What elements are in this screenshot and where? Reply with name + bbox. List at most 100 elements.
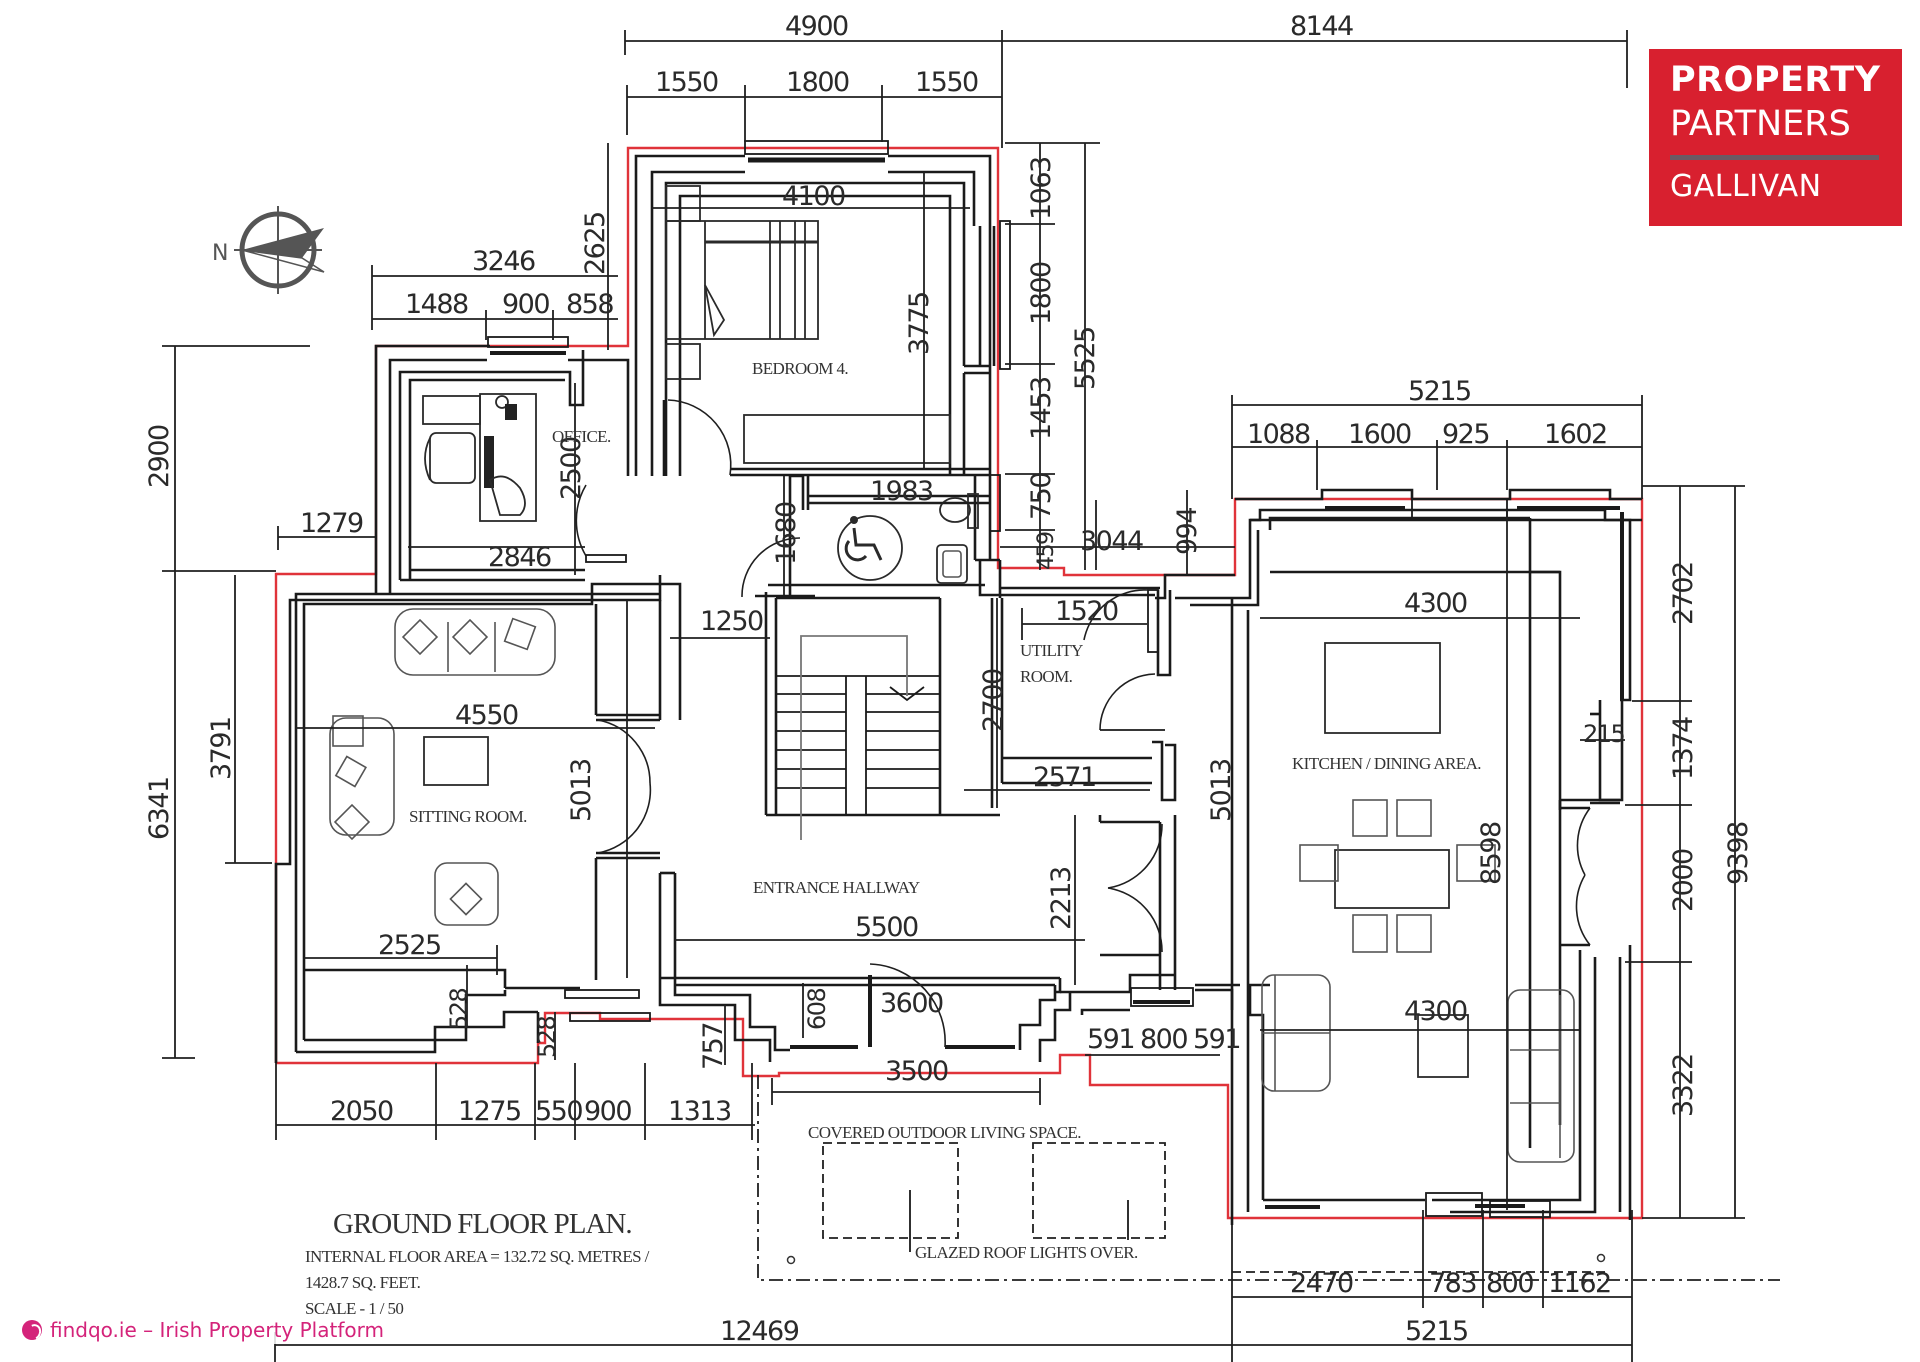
room-label-outdoor: COVERED OUTDOOR LIVING SPACE. — [808, 1123, 1081, 1142]
dim-528-a: 528 — [445, 988, 473, 1030]
dim-1063: 1063 — [1026, 157, 1057, 220]
dim-1600: 1600 — [1348, 419, 1411, 450]
dim-550: 550 — [535, 1096, 582, 1127]
dim-1983: 1983 — [870, 476, 933, 507]
dim-2571: 2571 — [1033, 762, 1096, 793]
dim-3044: 3044 — [1080, 526, 1143, 557]
plan-title: GROUND FLOOR PLAN. — [333, 1208, 632, 1240]
area-metres: INTERNAL FLOOR AREA = 132.72 SQ. METRES … — [305, 1247, 650, 1266]
logo-divider — [1670, 155, 1879, 160]
dim-800-window: 800 — [1140, 1024, 1187, 1055]
room-label-bedroom: BEDROOM 4. — [752, 359, 848, 378]
room-label-hallway: ENTRANCE HALLWAY — [753, 878, 920, 897]
dim-8598: 8598 — [1476, 822, 1507, 885]
dim-800-bottom: 800 — [1486, 1268, 1533, 1299]
dim-1520: 1520 — [1055, 596, 1118, 627]
dim-5500: 5500 — [855, 912, 918, 943]
dim-925: 925 — [1442, 419, 1489, 450]
dim-1088: 1088 — [1247, 419, 1310, 450]
logo-line-property: PROPERTY — [1670, 60, 1881, 100]
room-label-utility-2: ROOM. — [1020, 667, 1073, 686]
dim-757: 757 — [698, 1023, 729, 1070]
dim-4300-top: 4300 — [1404, 588, 1467, 619]
dim-12469: 12469 — [720, 1316, 799, 1347]
dim-2000: 2000 — [1668, 849, 1699, 912]
dim-2525: 2525 — [378, 930, 441, 961]
dim-3600: 3600 — [880, 988, 943, 1019]
globe-icon — [22, 1320, 42, 1340]
dim-2900: 2900 — [144, 425, 175, 488]
dim-591-a: 591 — [1087, 1024, 1134, 1055]
external-outline — [274, 146, 1644, 1220]
dim-994: 994 — [1172, 508, 1203, 555]
dim-783: 783 — [1429, 1268, 1476, 1299]
dim-608: 608 — [803, 988, 831, 1030]
bedroom-furniture — [665, 185, 951, 464]
dim-215: 215 — [1583, 720, 1625, 748]
dimension-labels: 4900 8144 1550 1800 1550 4100 3775 2625 … — [144, 11, 1754, 1347]
covered-outdoor-area — [757, 1075, 1780, 1281]
dim-459: 459 — [1034, 532, 1059, 570]
kitchen-furniture — [1261, 642, 1575, 1163]
findqo-watermark[interactable]: findqo.ie – Irish Property Platform — [18, 1316, 388, 1344]
staircase — [776, 635, 940, 840]
area-feet: 1428.7 SQ. FEET. — [305, 1273, 421, 1292]
dim-1550-b: 1550 — [915, 67, 978, 98]
dim-900: 900 — [502, 289, 549, 320]
dim-4100: 4100 — [782, 181, 845, 212]
wheelchair-accessible-icon — [837, 515, 903, 581]
dim-5215-top: 5215 — [1408, 376, 1471, 407]
dim-1250: 1250 — [700, 606, 763, 637]
property-partners-gallivan-logo: PROPERTY PARTNERS GALLIVAN — [1649, 49, 1902, 226]
basin-icon — [936, 544, 968, 584]
room-label-utility-1: UTILITY — [1020, 641, 1083, 660]
room-labels: BEDROOM 4. OFFICE. SITTING ROOM. ENTRANC… — [409, 359, 1482, 1262]
dim-858: 858 — [566, 289, 613, 320]
dim-1313: 1313 — [668, 1096, 731, 1127]
dim-4900: 4900 — [785, 11, 848, 42]
office-furniture — [422, 393, 537, 522]
toilet-icon — [939, 493, 979, 529]
dim-2625: 2625 — [580, 212, 611, 275]
dim-4550: 4550 — [455, 700, 518, 731]
compass-north-icon: N — [212, 206, 325, 294]
dim-1800-r: 1800 — [1026, 262, 1057, 325]
dim-8144: 8144 — [1290, 11, 1353, 42]
dim-3246: 3246 — [472, 246, 535, 277]
title-block: GROUND FLOOR PLAN. INTERNAL FLOOR AREA =… — [305, 1208, 650, 1318]
watermark-text: findqo.ie – Irish Property Platform — [50, 1318, 384, 1342]
dim-2500: 2500 — [556, 437, 587, 500]
dim-2846: 2846 — [488, 542, 551, 573]
dim-591-b: 591 — [1193, 1024, 1240, 1055]
plan-scale: SCALE - 1 / 50 — [305, 1299, 403, 1318]
room-label-office: OFFICE. — [552, 427, 611, 446]
compass-label: N — [212, 241, 227, 266]
dim-1374: 1374 — [1668, 717, 1699, 780]
dim-3500: 3500 — [885, 1056, 948, 1087]
dim-5013-sitting: 5013 — [566, 759, 597, 822]
dim-750: 750 — [1026, 473, 1057, 520]
dim-4300-bottom: 4300 — [1404, 996, 1467, 1027]
dim-2702: 2702 — [1668, 562, 1699, 625]
logo-line-partners: PARTNERS — [1670, 104, 1851, 144]
room-label-rooflights: GLAZED ROOF LIGHTS OVER. — [915, 1243, 1138, 1262]
dim-1275: 1275 — [458, 1096, 521, 1127]
dim-5013-hall: 5013 — [1206, 759, 1237, 822]
dim-2470: 2470 — [1290, 1268, 1353, 1299]
dim-2213: 2213 — [1046, 867, 1077, 930]
room-label-kitchen: KITCHEN / DINING AREA. — [1292, 754, 1481, 773]
dim-6341: 6341 — [144, 777, 175, 840]
dim-3322: 3322 — [1668, 1054, 1699, 1117]
dim-1800: 1800 — [786, 67, 849, 98]
dim-1550-a: 1550 — [655, 67, 718, 98]
dim-2050: 2050 — [330, 1096, 393, 1127]
dim-900-bottom: 900 — [584, 1096, 631, 1127]
dim-528-b: 528 — [533, 1016, 561, 1058]
dim-3791: 3791 — [206, 717, 237, 780]
sitting-room-furniture — [329, 608, 556, 926]
dim-1602: 1602 — [1544, 419, 1607, 450]
dim-1680: 1680 — [771, 502, 802, 565]
dim-9398: 9398 — [1723, 822, 1754, 885]
dim-1453: 1453 — [1026, 377, 1057, 440]
